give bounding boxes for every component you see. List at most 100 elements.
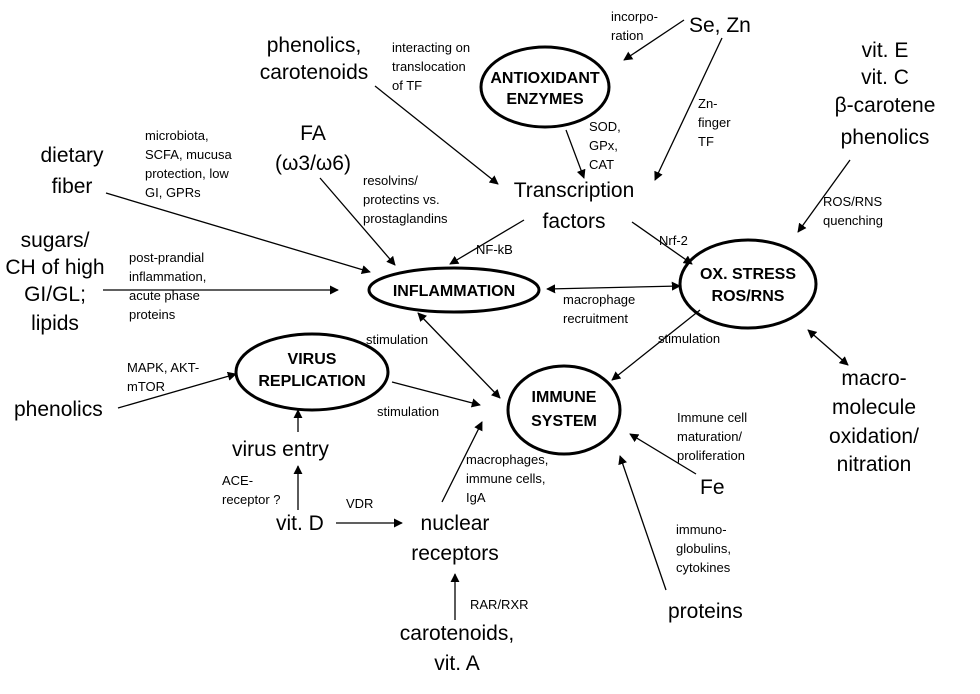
ox-stress-line-2: ROS/RNS — [712, 288, 785, 305]
arrow-fe-to-immune — [629, 433, 697, 475]
microbiota-line-4: GI, GPRs — [145, 185, 201, 200]
stimulation-virus-label: stimulation — [377, 404, 439, 419]
label-rar-rxr: RAR/RXR — [470, 597, 529, 612]
macrophage-recruitment-line-1: macrophage — [563, 292, 635, 307]
label-stimulation-left: stimulation — [366, 332, 428, 347]
arrow-sezn-to-tf — [654, 37, 723, 181]
stimulation-right-label: stimulation — [658, 331, 720, 346]
oval-virus-replication: VIRUS REPLICATION — [234, 332, 390, 412]
zn-finger-line-3: TF — [698, 134, 714, 149]
immune-cell-line-2: maturation/ — [677, 429, 742, 444]
phenolics-left-label: phenolics — [14, 398, 103, 421]
label-macrophage-recruitment: macrophage recruitment — [563, 292, 635, 326]
resolvins-line-3: prostaglandins — [363, 211, 448, 226]
immunoglobulins-line-2: globulins, — [676, 541, 731, 556]
sugars-line-4: lipids — [31, 312, 79, 335]
vitamins-line-4: phenolics — [841, 126, 930, 149]
dietary-fiber-line-2: fiber — [52, 175, 93, 198]
vitamins-line-1: vit. E — [862, 39, 909, 62]
arrow-tf-to-inflammation — [449, 219, 525, 265]
immunoglobulins-line-1: immuno- — [676, 522, 727, 537]
sugars-line-2: CH of high — [5, 256, 104, 279]
microbiota-line-2: SCFA, mucusa — [145, 147, 232, 162]
carotenoids-vit-a-line-2: vit. A — [434, 652, 480, 675]
immune-system-line-1: IMMUNE — [532, 389, 597, 406]
macromolecule-line-2: molecule — [832, 396, 916, 419]
fa-line-1: FA — [300, 122, 326, 145]
incorporation-line-1: incorpo- — [611, 9, 658, 24]
label-sod: SOD, GPx, CAT — [589, 119, 621, 172]
label-resolvins: resolvins/ protectins vs. prostaglandins — [363, 173, 448, 226]
virus-replication-line-1: VIRUS — [288, 351, 337, 368]
oval-inflammation: INFLAMMATION — [367, 266, 541, 314]
immune-system-line-2: SYSTEM — [531, 413, 597, 430]
label-immune-cell: Immune cell maturation/ proliferation — [677, 410, 747, 463]
label-microbiota: microbiota, SCFA, mucusa protection, low… — [145, 128, 232, 200]
macromolecule-line-3: oxidation/ — [829, 425, 919, 448]
nuclear-receptors-line-1: nuclear — [421, 512, 490, 535]
arrow-vitamins-to-oxstress — [797, 159, 851, 233]
transcription-factors-line-2: factors — [542, 210, 605, 233]
label-macrophages: macrophages, immune cells, IgA — [466, 452, 548, 505]
microbiota-line-3: protection, low — [145, 166, 229, 181]
label-immunoglobulins: immuno- globulins, cytokines — [676, 522, 731, 575]
label-nrf2: Nrf-2 — [659, 233, 688, 248]
nuclear-receptors-line-2: receptors — [411, 542, 499, 565]
node-dietary-fiber: dietary fiber — [40, 144, 104, 198]
mapk-line-2: mTOR — [127, 379, 165, 394]
ros-quenching-line-2: quenching — [823, 213, 883, 228]
label-ros-quenching: ROS/RNS quenching — [823, 194, 883, 228]
label-ace: ACE- receptor ? — [222, 473, 281, 507]
sugars-line-3: GI/GL; — [24, 283, 86, 306]
macromolecule-line-4: nitration — [837, 453, 912, 476]
phenolics-carotenoids-line-2: carotenoids — [260, 61, 369, 84]
connectors — [103, 19, 851, 620]
zn-finger-line-1: Zn- — [698, 96, 718, 111]
arrow-phenolics-to-tf — [374, 85, 499, 185]
arrow-inflammation-oxstress — [546, 281, 681, 294]
node-fe: Fe — [700, 476, 725, 499]
oval-ox-stress: OX. STRESS ROS/RNS — [678, 238, 818, 330]
nrf2-label: Nrf-2 — [659, 233, 688, 248]
node-carotenoids-vit-a: carotenoids, vit. A — [400, 622, 514, 675]
immunoglobulins-line-3: cytokines — [676, 560, 731, 575]
fa-line-2: (ω3/ω6) — [275, 152, 351, 175]
node-virus-entry: virus entry — [232, 438, 329, 461]
arrow-fa-to-inflammation — [319, 177, 396, 266]
label-incorporation: incorpo- ration — [611, 9, 658, 43]
arrow-oxstress-to-immune — [611, 309, 701, 381]
postprandial-line-4: proteins — [129, 307, 176, 322]
sod-line-2: GPx, — [589, 138, 618, 153]
macrophages-line-1: macrophages, — [466, 452, 548, 467]
rar-rxr-label: RAR/RXR — [470, 597, 529, 612]
interacting-line-2: translocation — [392, 59, 466, 74]
arrow-virus-to-immune — [391, 381, 481, 408]
label-stimulation-right: stimulation — [658, 331, 720, 346]
node-sugars: sugars/ CH of high GI/GL; lipids — [5, 229, 104, 335]
macrophages-line-2: immune cells, — [466, 471, 545, 486]
se-zn-label: Se, Zn — [689, 14, 751, 37]
node-se-zn: Se, Zn — [689, 14, 751, 37]
node-phenolics-carotenoids: phenolics, carotenoids — [260, 34, 369, 84]
node-transcription-factors: Transcription factors — [514, 179, 635, 233]
inflammation-label: INFLAMMATION — [393, 283, 515, 300]
arrow-tf-to-oxstress — [631, 221, 693, 265]
label-interacting: interacting on translocation of TF — [392, 40, 470, 93]
node-nuclear-receptors: nuclear receptors — [411, 512, 499, 565]
ox-stress-line-1: OX. STRESS — [700, 266, 796, 283]
label-zn-finger: Zn- finger TF — [698, 96, 731, 149]
node-vit-d: vit. D — [276, 512, 324, 535]
arrow-nuclear-to-immune — [441, 421, 483, 503]
oval-antioxidant-enzymes: ANTIOXIDANT ENZYMES — [479, 45, 611, 129]
arrow-sezn-to-enzymes — [623, 19, 685, 61]
proteins-label: proteins — [668, 600, 743, 623]
macrophage-recruitment-line-2: recruitment — [563, 311, 628, 326]
sod-line-1: SOD, — [589, 119, 621, 134]
macromolecule-line-1: macro- — [841, 367, 906, 390]
label-vdr: VDR — [346, 496, 373, 511]
virus-entry-label: virus entry — [232, 438, 329, 461]
sod-line-3: CAT — [589, 157, 614, 172]
node-fa: FA (ω3/ω6) — [275, 122, 351, 175]
node-proteins: proteins — [668, 600, 743, 623]
